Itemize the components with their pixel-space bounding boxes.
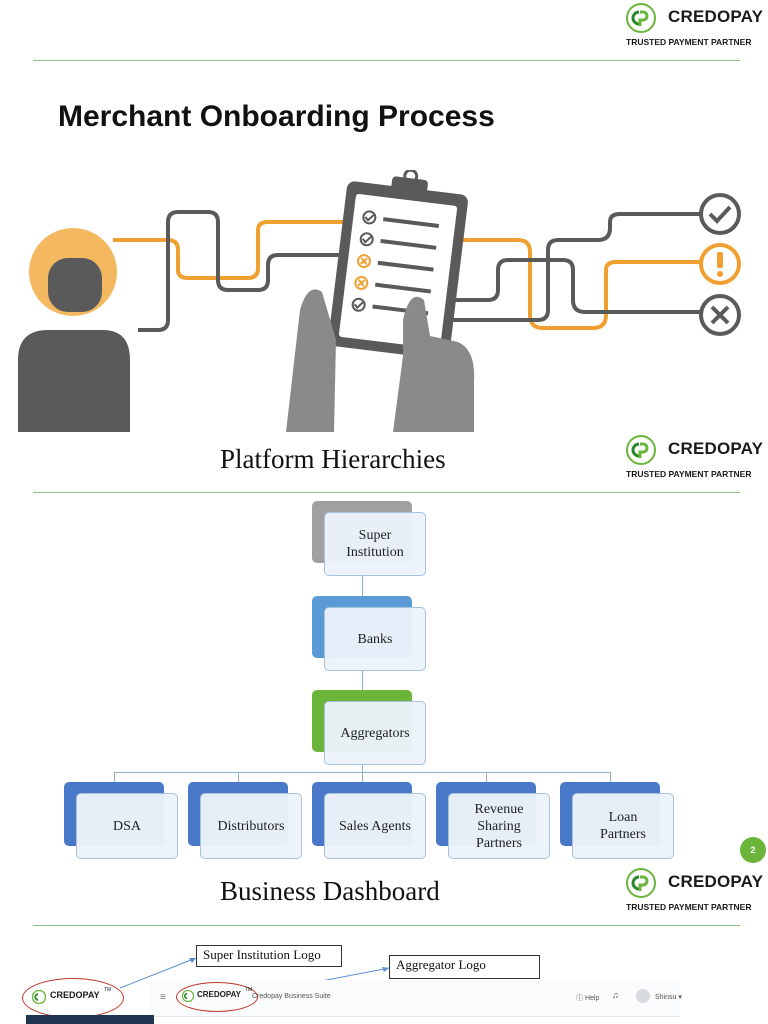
brand-tagline: TRUSTED PAYMENT PARTNER xyxy=(626,469,752,479)
page-number-badge: 2 xyxy=(740,837,766,863)
credopay-logo-mid: CREDOPAY TRUSTED PAYMENT PARTNER xyxy=(626,435,768,481)
connector-line xyxy=(610,772,611,782)
connector-line xyxy=(362,772,363,782)
orange-wire xyxy=(113,220,348,280)
credopay-mark-icon xyxy=(626,868,656,898)
orange-wire-right xyxy=(438,238,718,330)
help-link[interactable]: ⓘ Help xyxy=(576,995,600,1002)
connector-line xyxy=(486,772,487,782)
chevron-down-icon: ▾ xyxy=(678,994,682,1001)
help-icon: ⓘ xyxy=(576,995,583,1002)
grey-wire-right-2 xyxy=(448,258,706,314)
aggregator-logo: CREDOPAY TM xyxy=(182,987,256,1005)
brand-name: CREDOPAY xyxy=(668,7,764,26)
callout-super-institution-logo: Super Institution Logo xyxy=(196,945,342,967)
suite-name: Credopay Business Suite xyxy=(252,993,331,1000)
header-rule xyxy=(33,925,740,926)
page-title: Merchant Onboarding Process xyxy=(58,100,495,133)
avatar[interactable] xyxy=(636,989,650,1003)
connector-line xyxy=(362,764,363,772)
credopay-mark-icon xyxy=(32,990,46,1004)
brand-tagline: TRUSTED PAYMENT PARTNER xyxy=(626,902,752,912)
aggregator-logo-highlight xyxy=(176,982,258,1012)
connector-line xyxy=(238,772,239,782)
credopay-mark-icon xyxy=(626,435,656,465)
bell-icon[interactable]: ♫ xyxy=(612,990,619,1000)
brand-name: CREDOPAY xyxy=(668,439,764,458)
connector-line xyxy=(362,670,363,690)
right-hand xyxy=(393,296,475,432)
dashboard-sidebar xyxy=(26,1015,154,1024)
connector-line xyxy=(362,574,363,596)
section-title-hierarchies: Platform Hierarchies xyxy=(220,444,446,474)
super-institution-logo: CREDOPAY TM xyxy=(32,987,122,1008)
clipboard-icon xyxy=(328,170,468,360)
header-rule xyxy=(33,60,740,61)
user-menu[interactable]: Shinsu ▾ xyxy=(655,994,682,1001)
brand-name: CREDOPAY xyxy=(668,872,764,891)
connector-line xyxy=(114,772,115,782)
credopay-mark-icon xyxy=(182,990,194,1002)
header-rule xyxy=(33,492,740,493)
brand-tagline: TRUSTED PAYMENT PARTNER xyxy=(626,37,752,47)
callout-aggregator-logo: Aggregator Logo xyxy=(389,955,540,979)
left-hand xyxy=(286,289,336,432)
section-title-dashboard: Business Dashboard xyxy=(220,876,440,906)
menu-icon[interactable]: ≡ xyxy=(160,992,166,1003)
grey-wire-right xyxy=(438,212,706,322)
credopay-logo-top: CREDOPAY TRUSTED PAYMENT PARTNER xyxy=(626,3,768,49)
check-icon xyxy=(699,193,741,235)
grey-wire xyxy=(138,210,348,332)
person-face xyxy=(48,258,102,312)
credopay-mark-icon xyxy=(626,3,656,33)
credopay-logo-bottom: CREDOPAY TRUSTED PAYMENT PARTNER xyxy=(626,868,768,914)
person-body xyxy=(18,330,130,432)
onboarding-illustration xyxy=(18,170,741,432)
